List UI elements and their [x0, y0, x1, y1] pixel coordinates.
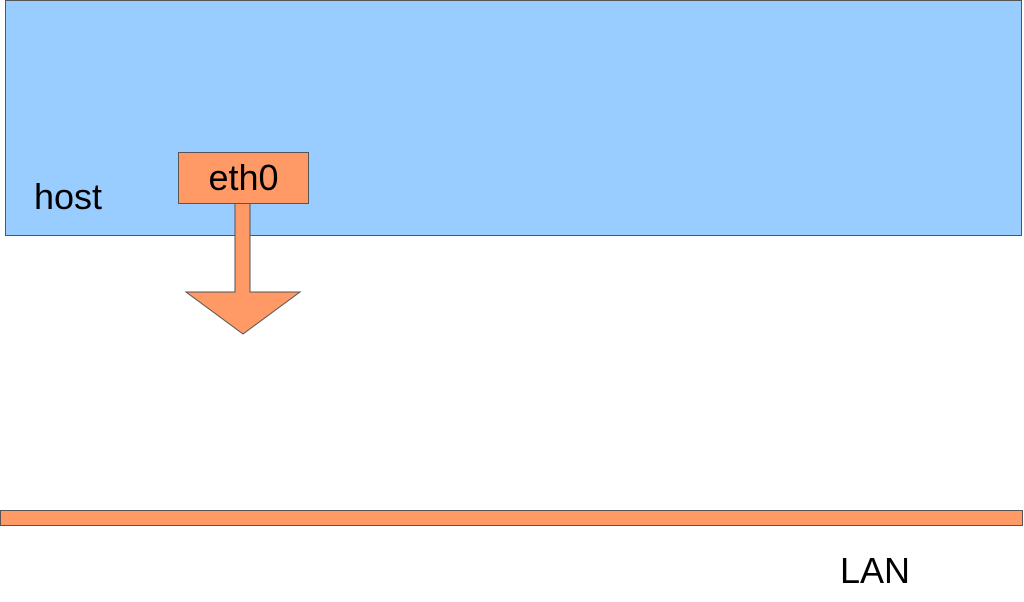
eth0-interface-box: eth0: [178, 152, 309, 204]
lan-bus-bar: [0, 510, 1023, 526]
eth0-label: eth0: [208, 157, 279, 198]
host-box: [5, 0, 1022, 236]
lan-label: LAN: [840, 550, 911, 591]
host-label: host: [34, 176, 103, 217]
